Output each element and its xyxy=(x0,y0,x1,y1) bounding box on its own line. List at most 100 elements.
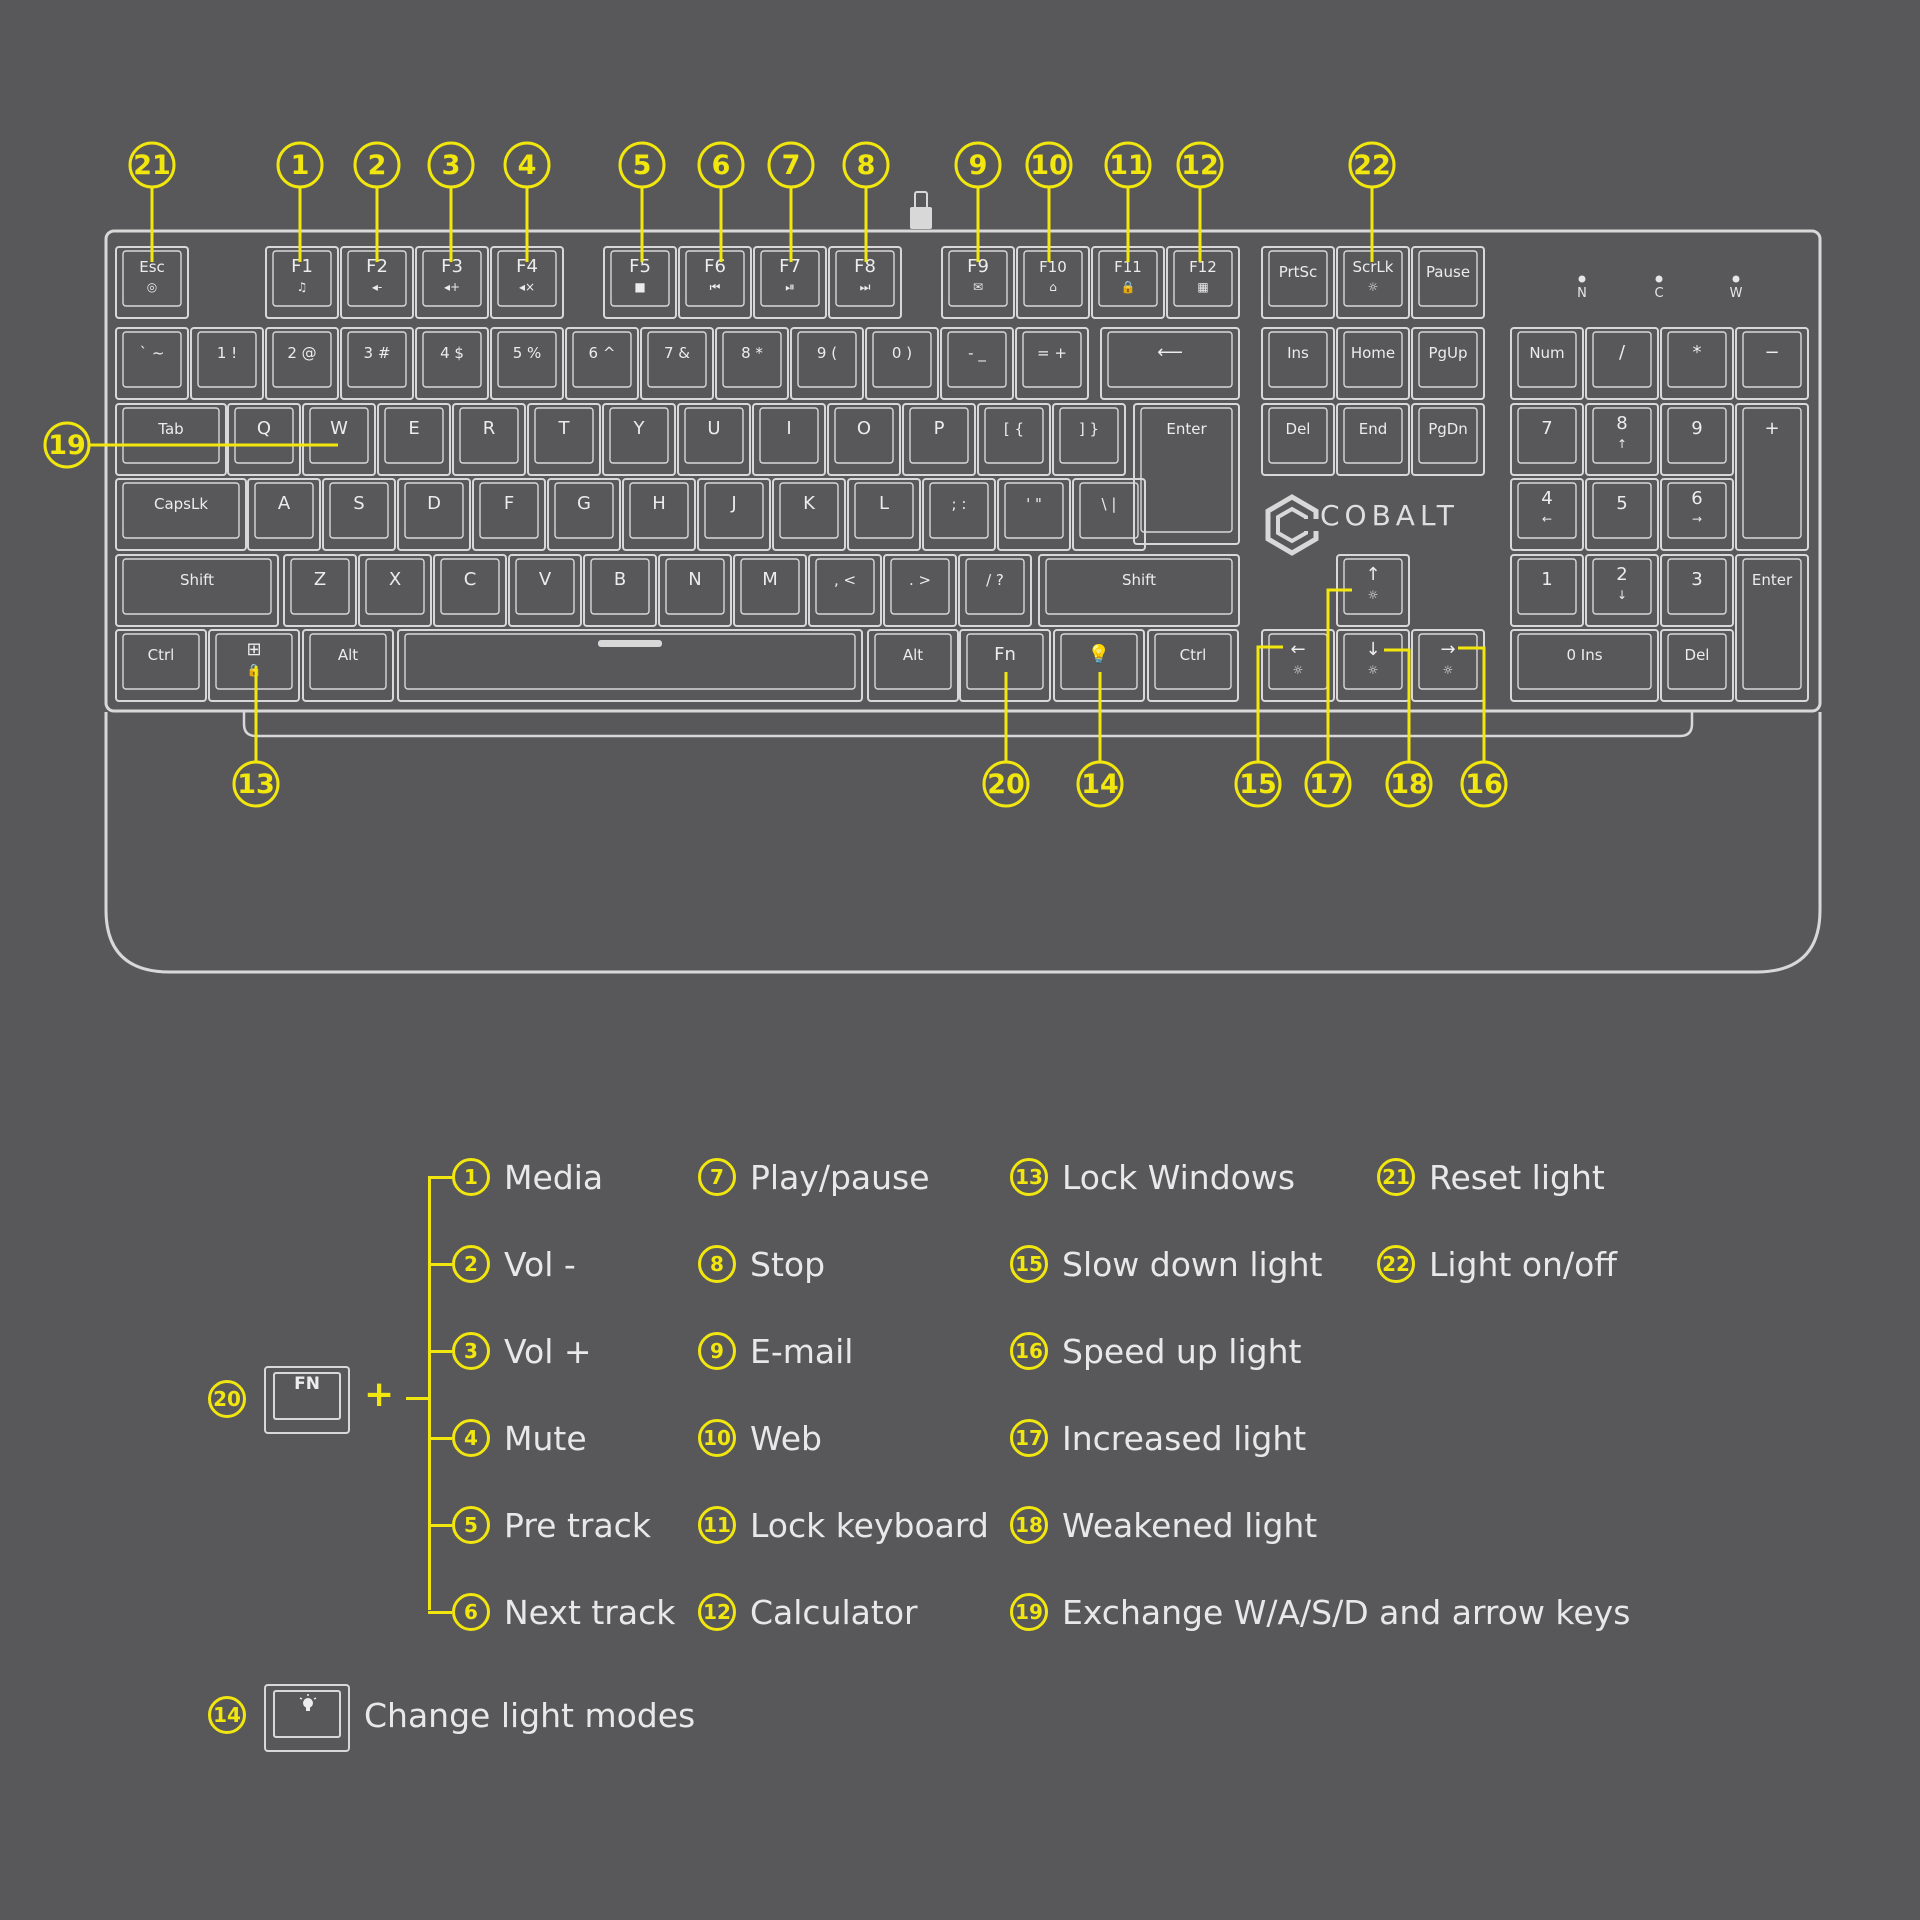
key-1-8: 8 * xyxy=(715,327,789,400)
key-0-10: F10⌂ xyxy=(1016,246,1090,319)
key-label: Del xyxy=(1685,646,1710,664)
key-label: F5 xyxy=(629,256,651,277)
key-label: 3 # xyxy=(364,344,391,362)
svg-text:14: 14 xyxy=(1081,769,1119,800)
key-2-18: 8↑ xyxy=(1585,403,1659,476)
key-label: → xyxy=(1440,639,1455,660)
key-2-16: PgDn xyxy=(1411,403,1485,476)
callout-4: 4 xyxy=(503,141,551,189)
legend-bracket-tick xyxy=(428,1263,452,1266)
legend-text: Web xyxy=(750,1418,822,1458)
key-label: 0 Ins xyxy=(1566,646,1602,664)
key-label: 4 $ xyxy=(440,344,464,362)
legend-number-badge: 17 xyxy=(1010,1419,1048,1457)
key-sub-icon: ☼ xyxy=(1443,663,1454,677)
key-1-13: ⟵ xyxy=(1100,327,1240,400)
key-5-3 xyxy=(397,629,863,702)
key-5-9: ↓☼ xyxy=(1336,629,1410,702)
key-sub-icon: ◂- xyxy=(372,280,382,294)
svg-text:10: 10 xyxy=(1030,150,1068,181)
key-1-1: 1 ! xyxy=(190,327,264,400)
svg-text:21: 21 xyxy=(133,150,171,181)
legend-number-badge: 10 xyxy=(698,1419,736,1457)
key-sub-icon: ↑ xyxy=(1617,437,1627,451)
key-label: A xyxy=(278,493,291,514)
key-label: Ins xyxy=(1287,344,1309,362)
svg-text:20: 20 xyxy=(987,769,1025,800)
key-label: 9 ( xyxy=(817,344,837,362)
key-label: 2 @ xyxy=(287,344,316,362)
key-3-4: F xyxy=(472,478,546,551)
leader-lines xyxy=(89,187,1486,762)
key-2-15: End xyxy=(1336,403,1410,476)
callout-7: 7 xyxy=(767,141,815,189)
key-label: Y xyxy=(633,418,646,439)
key-sub-icon: ⏭ xyxy=(860,280,871,294)
key-0-12: F12▦ xyxy=(1166,246,1240,319)
key-label: V xyxy=(539,569,552,590)
legend-number-badge: 18 xyxy=(1010,1506,1048,1544)
key-1-11: - _ xyxy=(940,327,1014,400)
key-0-1: F1♫ xyxy=(265,246,339,319)
legend-text: Mute xyxy=(504,1418,587,1458)
key-1-15: Home xyxy=(1336,327,1410,400)
key-label: 2 xyxy=(1616,564,1627,585)
key-label: F3 xyxy=(441,256,463,277)
callout-20-badge: 20 xyxy=(208,1380,246,1418)
svg-text:2: 2 xyxy=(368,150,387,181)
key-3-5: G xyxy=(547,478,621,551)
key-label: Enter xyxy=(1752,571,1793,589)
key-3-13: 4← xyxy=(1510,478,1584,551)
legend-bracket-stub xyxy=(406,1397,430,1400)
key-2-7: U xyxy=(677,403,751,476)
key-2-5: T xyxy=(527,403,601,476)
leader-line xyxy=(1384,648,1411,762)
callout-6: 6 xyxy=(697,141,745,189)
key-label: ; : xyxy=(952,495,967,513)
key-label: F7 xyxy=(779,256,801,277)
key-3-15: 6→ xyxy=(1660,478,1734,551)
key-2-3: E xyxy=(377,403,451,476)
legend-bracket-tick xyxy=(428,1437,452,1440)
key-0-9: F9✉ xyxy=(941,246,1015,319)
legend-text: Vol - xyxy=(504,1244,576,1284)
key-label: [ { xyxy=(1004,420,1024,438)
indicator-label: C xyxy=(1654,286,1663,301)
key-3-10: ; : xyxy=(922,478,996,551)
key-2-4: R xyxy=(452,403,526,476)
key-label: ScrLk xyxy=(1353,258,1394,276)
key-label: C xyxy=(464,569,477,590)
key-4-6: N xyxy=(658,554,732,627)
key-label: 5 xyxy=(1616,493,1627,514)
key-label: Shift xyxy=(180,571,214,589)
key-label: Z xyxy=(314,569,326,590)
wrist-rest-lip xyxy=(242,712,1694,738)
svg-text:11: 11 xyxy=(1109,150,1147,181)
key-sub-icon: ⏮ xyxy=(710,280,721,294)
indicator-led xyxy=(1732,275,1740,283)
key-label: F6 xyxy=(704,256,726,277)
legend-number-badge: 16 xyxy=(1010,1332,1048,1370)
key-label: - _ xyxy=(968,344,986,363)
keyboard-diagram: Esc◎F1♫F2◂-F3◂+F4◂×F5■F6⏮F7⏯F8⏭F9✉F10⌂F1… xyxy=(43,141,1822,974)
callout-14: 14 xyxy=(1076,760,1124,808)
key-label: PrtSc xyxy=(1279,263,1318,281)
key-label: Del xyxy=(1286,420,1311,438)
callout-2: 2 xyxy=(353,141,401,189)
legend-text: Weakened light xyxy=(1062,1505,1318,1545)
spacebar-notch xyxy=(598,640,662,647)
legend-text: Lock Windows xyxy=(1062,1157,1296,1197)
key-0-13: PrtSc xyxy=(1261,246,1335,319)
key-label: F2 xyxy=(366,256,388,277)
legend-text: Next track xyxy=(504,1592,676,1632)
key-1-12: = + xyxy=(1015,327,1089,400)
legend-item-17: 17 Increased light xyxy=(1010,1415,1306,1461)
key-sub-icon: ← xyxy=(1542,512,1552,526)
legend-text: Increased light xyxy=(1062,1418,1307,1458)
